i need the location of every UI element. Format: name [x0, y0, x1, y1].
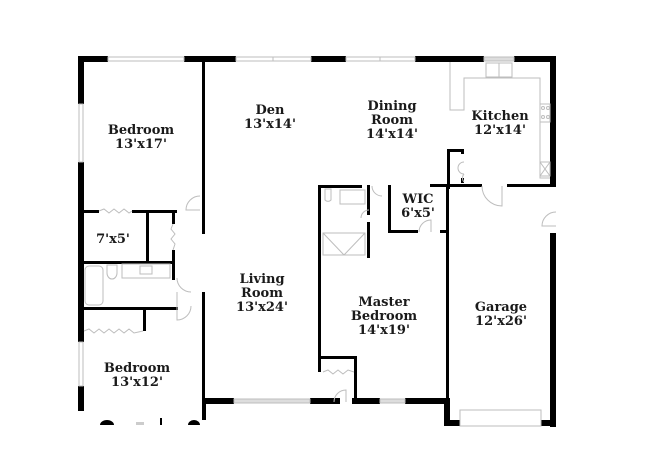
room-dimensions: 13'x17': [115, 137, 167, 152]
cropped-fragments: [100, 418, 200, 425]
room-dimensions: 14'x14': [366, 127, 418, 142]
room-label-living-room: Living Room 13'x24': [236, 273, 288, 315]
master-toilet-icon: [324, 188, 332, 202]
room-label-garage: Garage 12'x26': [475, 301, 527, 329]
master-vanity-icon: [339, 189, 366, 205]
room-label-kitchen: Kitchen 12'x14': [471, 110, 528, 138]
room-label-master-bedroom: Master Bedroom 14'x19': [351, 296, 417, 338]
room-name-line1: Master: [358, 295, 410, 310]
toilet-icon: [106, 264, 118, 280]
room-name: Garage: [474, 300, 528, 315]
room-label-closet: 7'x5': [96, 233, 130, 247]
room-label-bedroom-1: Bedroom 13'x17': [108, 124, 174, 152]
doors: [176, 161, 557, 403]
room-dimensions: 7'x5': [96, 232, 130, 247]
shower-icon: [322, 232, 366, 256]
room-label-den: Den 13'x14': [244, 104, 296, 132]
stove-icon: [539, 103, 551, 123]
room-name-line1: Dining: [367, 99, 417, 114]
room-dimensions: 13'x14': [244, 117, 296, 132]
room-label-bedroom-2: Bedroom 13'x12': [104, 362, 170, 390]
room-label-dining-room: Dining Room 14'x14': [366, 100, 418, 142]
windows: [78, 56, 542, 427]
vanity-icon: [121, 263, 171, 279]
fixtures: [84, 62, 551, 306]
closet-doors: [83, 208, 355, 375]
kitchen-counter: [449, 62, 550, 179]
room-name-line2: Room: [241, 286, 283, 301]
room-name-line2: Bedroom: [350, 309, 418, 324]
room-name: Bedroom: [103, 361, 171, 376]
room-dimensions: 14'x19': [358, 323, 410, 338]
room-name-line1: Living: [239, 272, 285, 287]
room-dimensions: 12'x26': [475, 314, 527, 329]
room-name-line2: Room: [371, 113, 413, 128]
room-dimensions: 12'x14': [474, 123, 526, 138]
room-name: Den: [255, 103, 285, 118]
bathtub-icon: [84, 265, 104, 306]
exterior-walls: [78, 56, 556, 427]
fridge-icon: [539, 161, 551, 177]
room-name: Bedroom: [107, 123, 175, 138]
room-dimensions: 13'x24': [236, 300, 288, 315]
room-name: Kitchen: [471, 109, 529, 124]
room-name: WIC: [402, 192, 434, 207]
room-label-wic: WIC 6'x5': [401, 193, 435, 221]
room-dimensions: 13'x12': [111, 375, 163, 390]
interior-walls: [84, 62, 556, 404]
room-dimensions: 6'x5': [401, 206, 435, 221]
